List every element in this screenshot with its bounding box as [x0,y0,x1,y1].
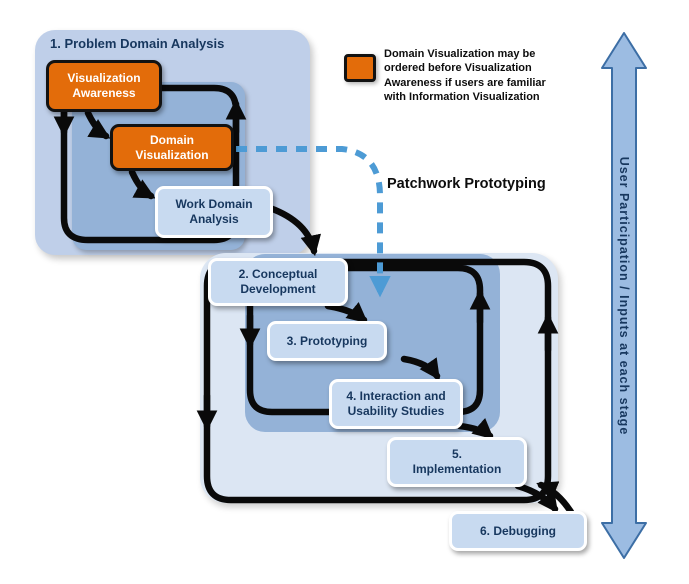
legend-note: Domain Visualization may be ordered befo… [384,48,546,103]
interaction-usability-box: 4. Interaction and Usability Studies [329,379,463,429]
conceptual-development-box: 2. Conceptual Development [208,258,348,306]
prototyping-box: 3. Prototyping [267,321,387,361]
work-domain-analysis-box: Work Domain Analysis [155,186,273,238]
domain-visualization-box: Domain Visualization [110,124,234,171]
visualization-awareness-box: Visualization Awareness [46,60,162,112]
patchwork-dashed-arrow [236,146,391,298]
user-participation-arrow [601,32,647,559]
implementation-box: 5. Implementation [387,437,527,487]
user-participation-label: User Participation / Inputs at each stag… [617,156,631,436]
debugging-box: 6. Debugging [449,511,587,551]
stage1-title: 1. Problem Domain Analysis [50,36,225,51]
legend-orange-swatch [344,54,376,82]
patchwork-prototyping-label: Patchwork Prototyping [387,176,546,192]
